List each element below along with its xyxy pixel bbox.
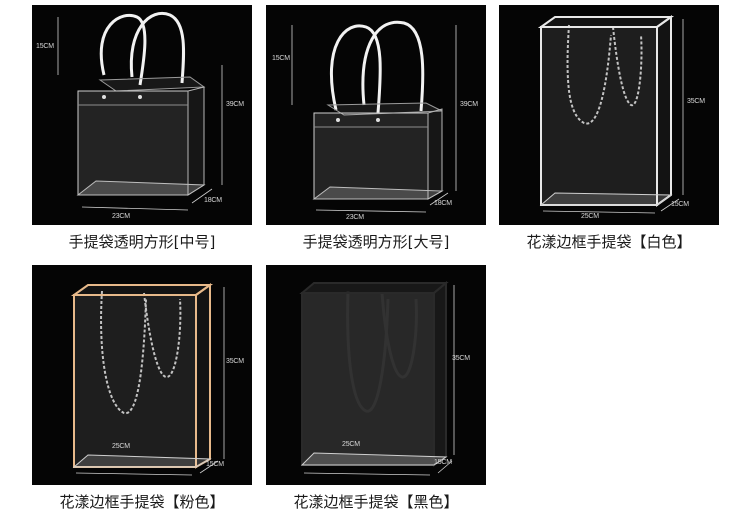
depth-dimension-label: 18CM <box>434 200 452 207</box>
product-image-5[interactable]: 35CM 25CM 15CM <box>266 265 486 485</box>
product-image-3[interactable]: 35CM 25CM 15CM <box>499 5 719 225</box>
width-dimension-label: 23CM <box>346 214 364 221</box>
depth-dimension-label: 15CM <box>434 459 452 466</box>
bag-frame <box>540 26 658 206</box>
bag-illustration <box>291 20 457 213</box>
product-card-3: 35CM 25CM 15CM 花漾边框手提袋【白色】 <box>499 5 719 257</box>
height-dimension-label: 35CM <box>226 358 244 365</box>
height-dimension-label: 39CM <box>460 101 478 108</box>
bag-illustration <box>299 280 455 476</box>
product-caption[interactable]: 花漾边框手提袋【黑色】 <box>293 493 459 511</box>
product-card-5: 35CM 25CM 15CM 花漾边框手提袋【黑色】 <box>266 265 486 527</box>
bag-frame <box>73 294 197 468</box>
bag-illustration <box>70 283 225 476</box>
product-image-1[interactable]: 15CM 39CM 23CM 18CM <box>32 5 252 225</box>
depth-dimension-label: 15CM <box>206 461 224 468</box>
product-card-2: 15CM 39CM 23CM 18CM 手提袋透明方形[大号] <box>266 5 486 257</box>
product-card-4: 35CM 25CM 15CM 花漾边框手提袋【粉色】 <box>32 265 252 527</box>
handle-dimension-label: 15CM <box>272 55 290 62</box>
width-dimension-label: 25CM <box>581 213 599 220</box>
width-dimension-label: 25CM <box>112 443 130 450</box>
bag-frame <box>301 292 435 466</box>
product-caption[interactable]: 花漾边框手提袋【粉色】 <box>59 493 225 511</box>
handle-dimension-label: 15CM <box>36 43 54 50</box>
depth-dimension-label: 15CM <box>671 201 689 208</box>
product-card-1: 15CM 39CM 23CM 18CM 手提袋透明方形[中号] <box>32 5 252 257</box>
product-image-2[interactable]: 15CM 39CM 23CM 18CM <box>266 5 486 225</box>
product-caption[interactable]: 手提袋透明方形[中号] <box>68 233 216 251</box>
height-dimension-label: 35CM <box>687 98 705 105</box>
height-dimension-label: 39CM <box>226 101 244 108</box>
width-dimension-label: 23CM <box>112 213 130 220</box>
bag-illustration <box>537 15 684 214</box>
width-dimension-label: 25CM <box>342 441 360 448</box>
product-image-4[interactable]: 35CM 25CM 15CM <box>32 265 252 485</box>
height-dimension-label: 35CM <box>452 355 470 362</box>
bag-illustration <box>57 12 223 211</box>
depth-dimension-label: 18CM <box>204 197 222 204</box>
product-caption[interactable]: 花漾边框手提袋【白色】 <box>526 233 692 251</box>
product-caption[interactable]: 手提袋透明方形[大号] <box>302 233 450 251</box>
